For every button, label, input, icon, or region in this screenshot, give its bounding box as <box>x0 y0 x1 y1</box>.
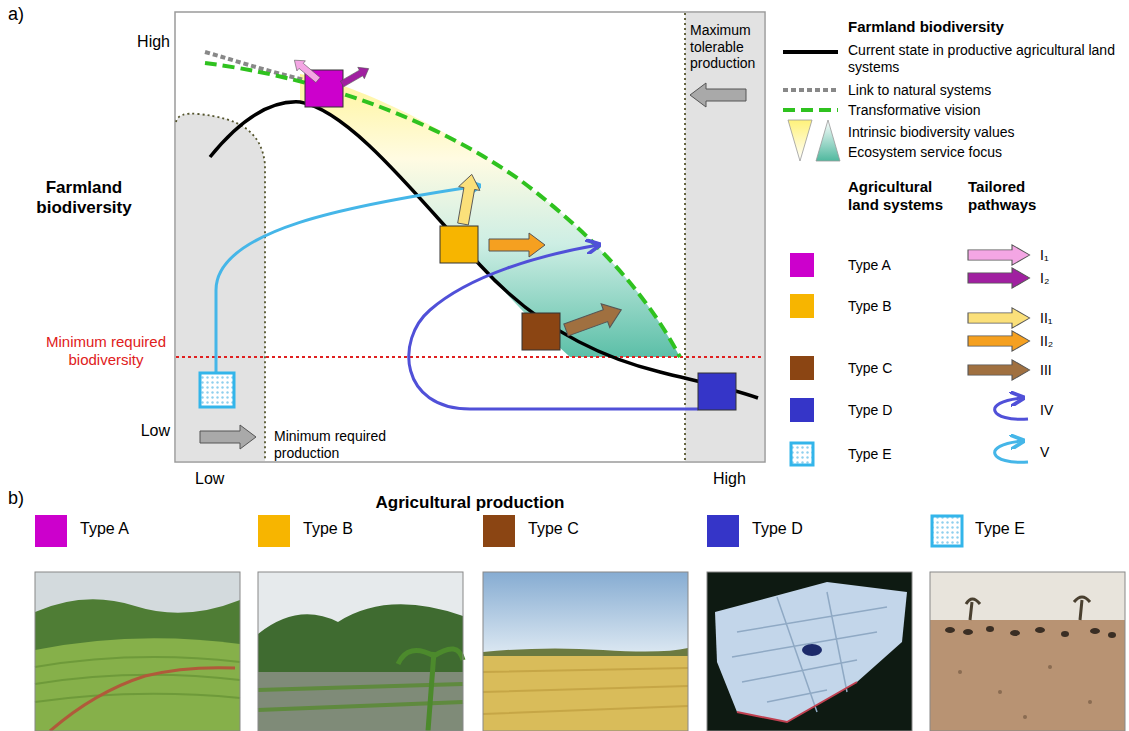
legend-text: II₂ <box>1040 333 1120 350</box>
legend-text: Type A <box>848 257 958 274</box>
legend-heading: Agricultural land systems <box>848 178 960 213</box>
axis-tick: High <box>713 470 763 489</box>
legend-text: Type E <box>848 446 958 463</box>
photo-title: Type E <box>975 520 1115 539</box>
legend-text: Ecosystem service focus <box>848 144 1120 161</box>
legend-text: Intrinsic biodiversity values <box>848 124 1120 141</box>
photo-title: Type D <box>752 520 902 539</box>
legend-swatch <box>790 356 814 380</box>
legend-text: II₁ <box>1040 310 1120 327</box>
legend-text: Transformative vision <box>848 102 1120 119</box>
photo-title: Type B <box>303 520 453 539</box>
legend-text: I₁ <box>1040 247 1120 264</box>
legend-heading: Tailored pathways <box>968 178 1060 213</box>
legend-text: Type C <box>848 360 958 377</box>
panel-letter: a) <box>8 4 48 25</box>
legend-swatch <box>790 253 814 277</box>
threshold-label: Minimum required production <box>274 428 406 461</box>
legend-text: Link to natural systems <box>848 82 1120 99</box>
legend-text: V <box>1040 444 1120 461</box>
axis-tick: Low <box>118 422 170 441</box>
legend-swatch <box>790 398 814 422</box>
legend-heading: Farmland biodiversity <box>848 18 1118 36</box>
legend-text: IV <box>1040 402 1120 419</box>
legend-swatch <box>790 294 814 318</box>
axis-title: Farmland biodiversity <box>22 178 146 218</box>
axis-title: Agricultural production <box>340 493 600 513</box>
legend-text: I₂ <box>1040 270 1120 287</box>
threshold-label: Maximum tolerable production <box>690 22 762 72</box>
legend-text: III <box>1040 362 1120 379</box>
photo-title: Type A <box>80 520 230 539</box>
legend-text: Type B <box>848 298 958 315</box>
legend-text: Type D <box>848 402 958 419</box>
panel-letter: b) <box>8 488 48 509</box>
photo-title: Type C <box>528 520 678 539</box>
legend-text: Current state in productive agricultural… <box>848 42 1120 75</box>
threshold-label: Minimum required biodiversity <box>40 333 172 368</box>
axis-tick: High <box>118 33 170 52</box>
axis-tick: Low <box>195 470 245 489</box>
